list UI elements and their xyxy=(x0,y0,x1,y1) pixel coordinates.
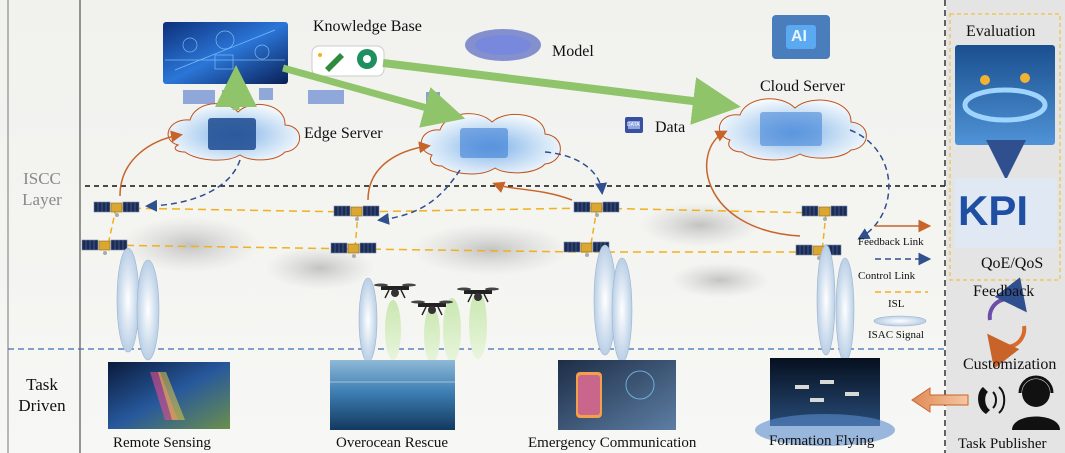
customization-label: Customization xyxy=(963,356,1057,373)
task-remote-sensing: Remote Sensing xyxy=(113,435,211,451)
knowledge-base-label: Knowledge Base xyxy=(313,18,422,35)
ai-badge: AI xyxy=(791,28,807,45)
kpi-label: KPI xyxy=(958,187,1029,234)
evaluation-label: Evaluation xyxy=(966,23,1036,40)
cloud-server-label: Cloud Server xyxy=(760,78,845,95)
green-arrow-mid xyxy=(282,64,466,128)
legend-control-link: Control Link xyxy=(858,270,916,282)
data-label: Data xyxy=(655,119,686,136)
task-driven-label: Task Driven xyxy=(18,375,66,416)
person-icon xyxy=(1022,379,1050,407)
publish-arrow xyxy=(911,387,969,413)
kpi-image xyxy=(955,178,1057,248)
task-formation-flying: Formation Flying xyxy=(769,433,875,449)
green-arrow-cloud xyxy=(382,59,741,125)
emergency-communication-photo xyxy=(558,360,676,430)
task-publisher-label: Task Publisher xyxy=(958,436,1047,452)
edge-server-label: Edge Server xyxy=(304,125,383,142)
legend-feedback-link: Feedback Link xyxy=(858,236,924,248)
legend-isl: ISL xyxy=(888,298,905,310)
model-label: Model xyxy=(552,43,594,60)
task-emergency-communication: Emergency Communication xyxy=(528,435,697,451)
qoe-qos-label: QoE/QoS xyxy=(981,255,1044,272)
task-overocean-rescue: Overocean Rescue xyxy=(336,435,449,451)
feedback-label: Feedback xyxy=(973,283,1035,300)
legend-isac-signal: ISAC Signal xyxy=(868,329,924,341)
overocean-rescue-photo xyxy=(330,360,455,430)
evaluation-image xyxy=(955,45,1055,145)
data-badge: DATA xyxy=(627,122,640,128)
iscc-layer-label: ISCC Layer xyxy=(22,169,62,210)
